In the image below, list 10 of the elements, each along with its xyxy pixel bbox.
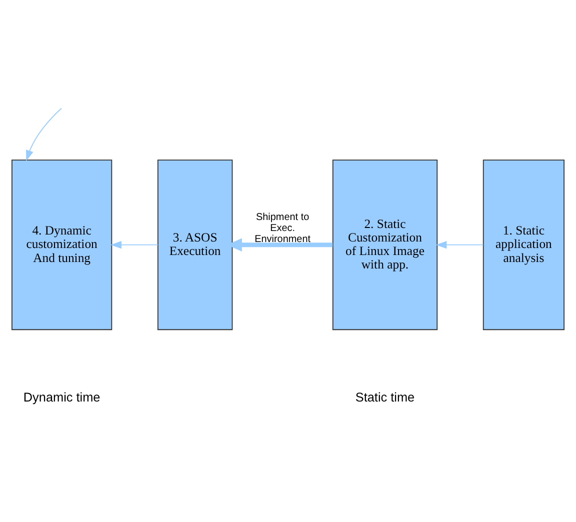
node-box: 1. Static application analysis [482,160,564,330]
node-box: 2. Static Customization of Linux Image with app. [332,160,438,330]
label: Dynamic time [23,390,100,404]
arrow [110,241,158,249]
arrow [26,108,62,162]
node-box: 4. Dynamic customization And tuning [12,160,112,330]
node-box: 3. ASOS Execution [157,160,233,330]
edge-label: Shipment to Exec. Environment [254,212,311,245]
arrow [436,241,484,249]
label: Static time [355,390,415,404]
